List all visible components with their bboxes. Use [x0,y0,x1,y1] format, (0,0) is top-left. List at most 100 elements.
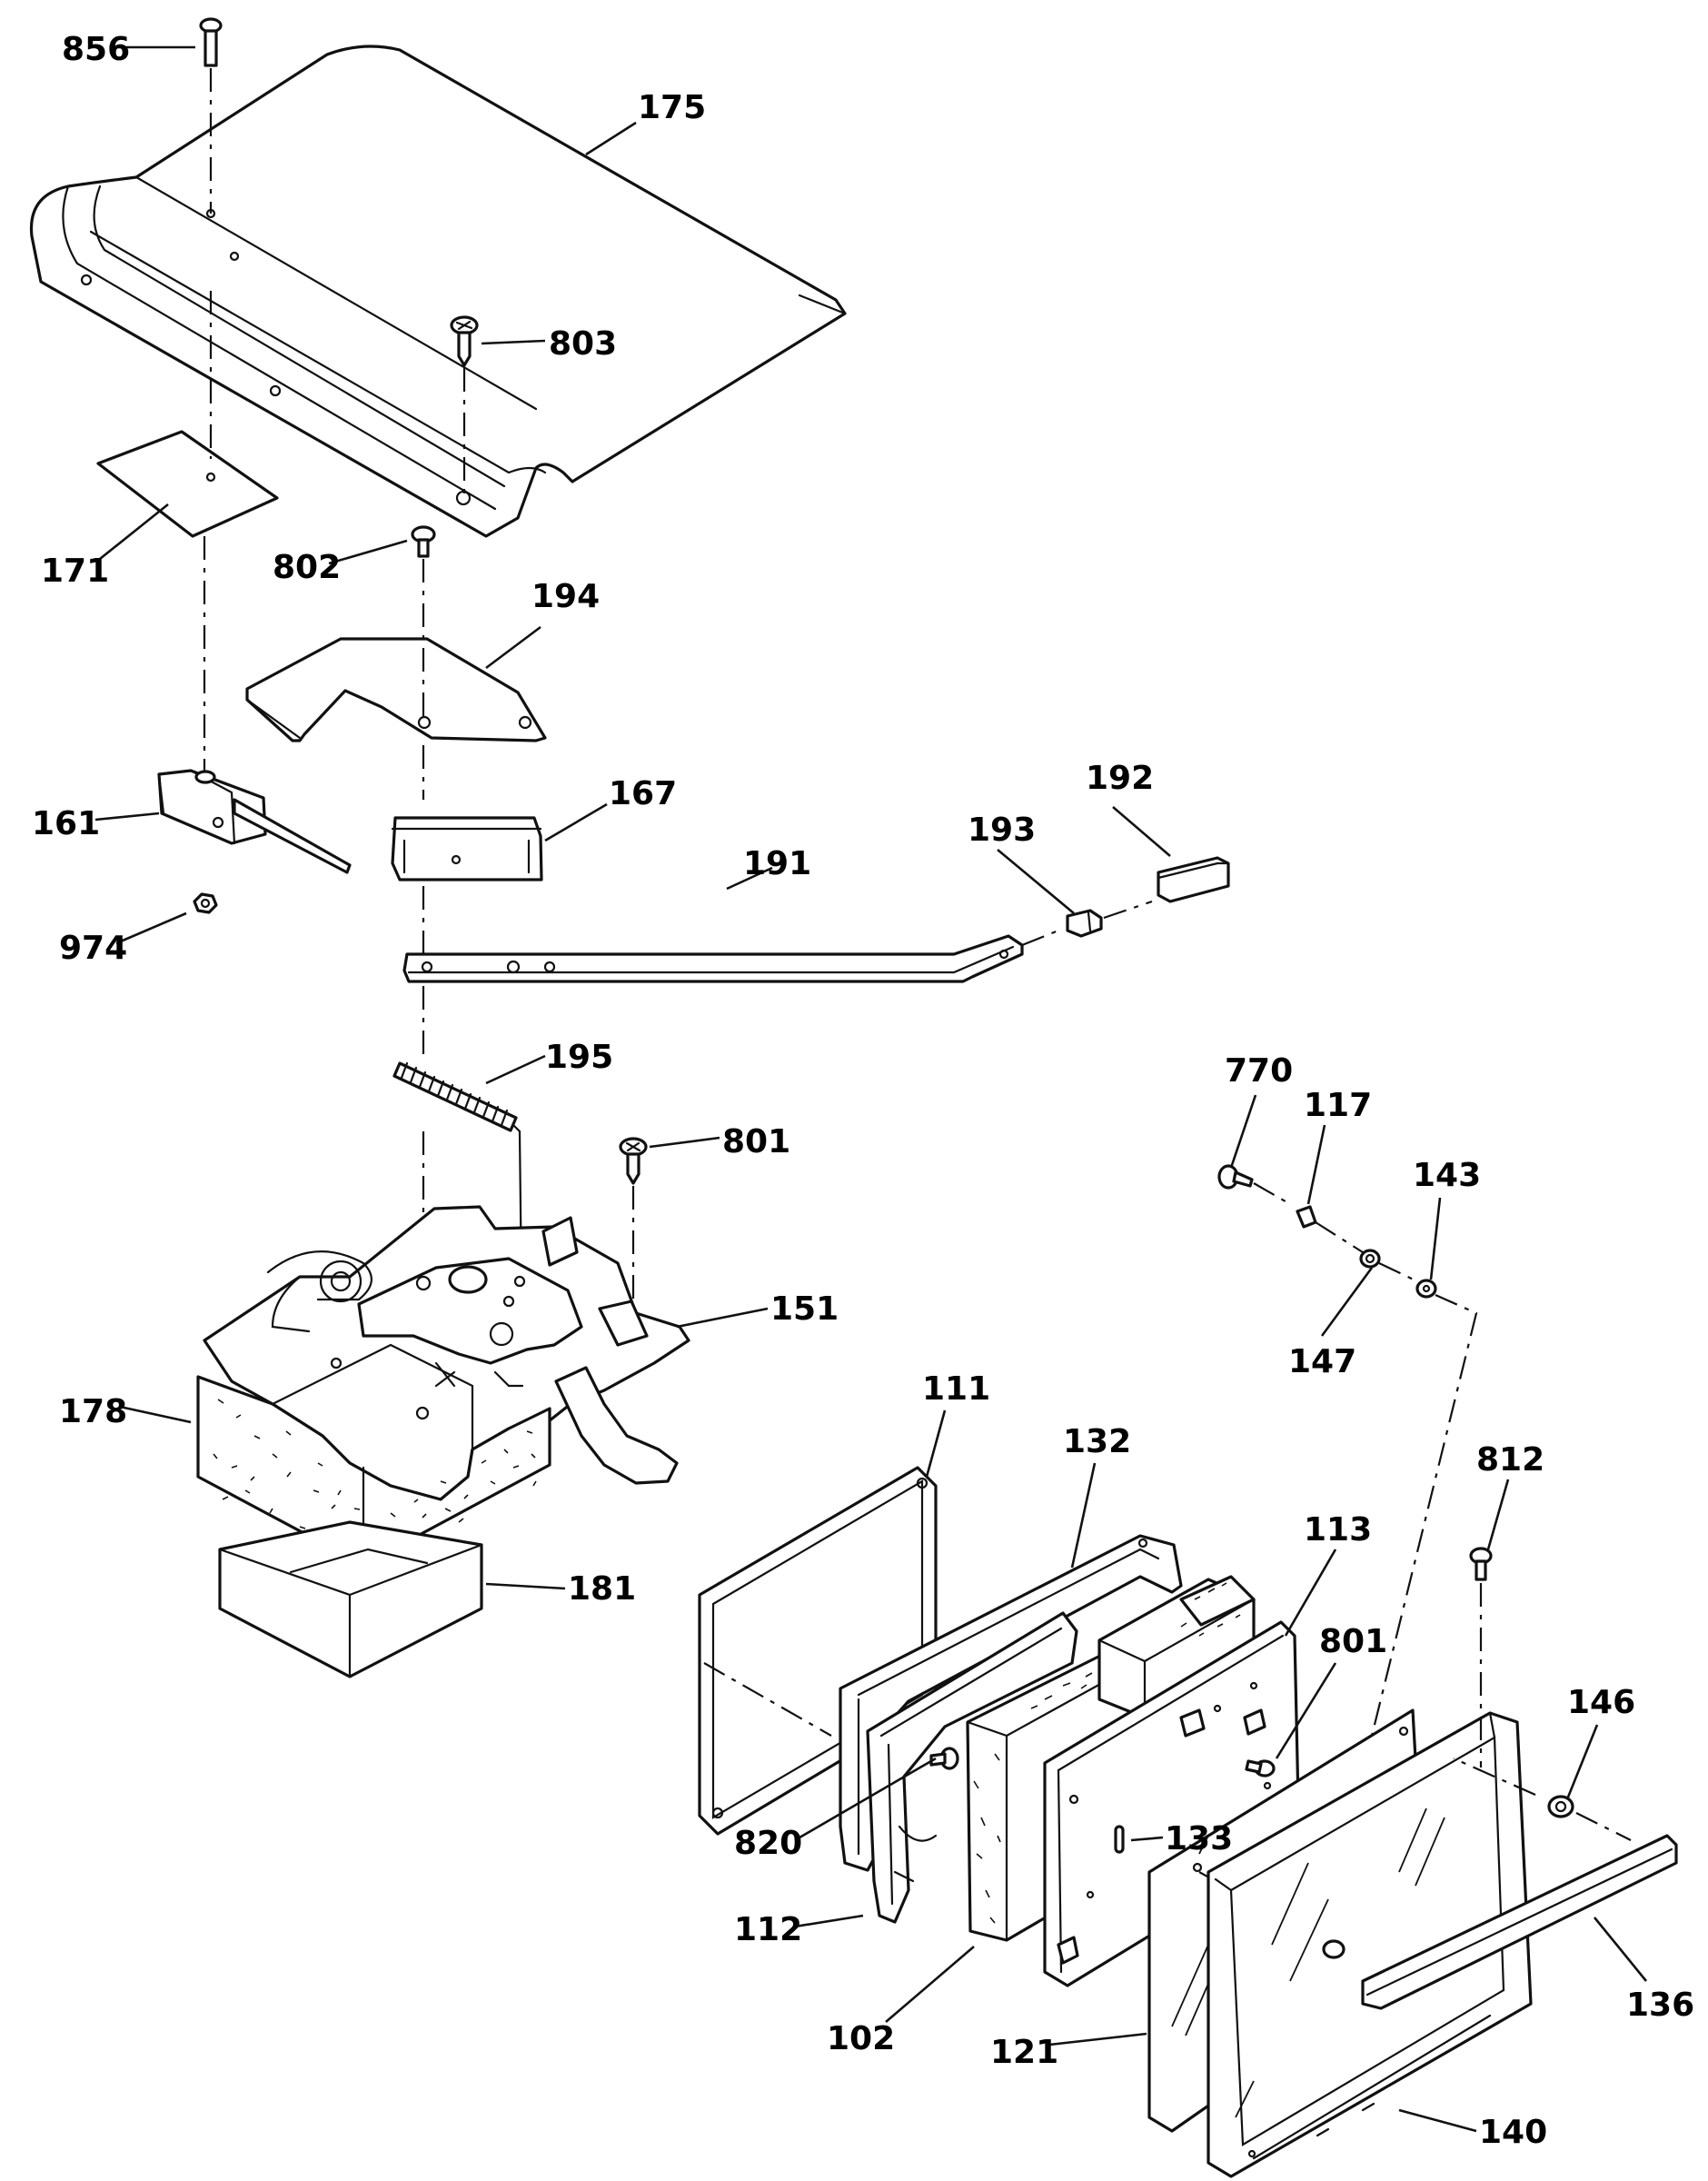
label-151: 151 [770,1290,839,1328]
label-146: 146 [1567,1684,1635,1721]
label-181: 181 [568,1570,636,1608]
label-803: 803 [549,325,617,363]
part-191-lever [402,934,1024,983]
label-102: 102 [827,2020,895,2057]
leader-112 [794,1914,864,1928]
part-labels: 856 175 803 171 802 194 161 167 192 193 … [32,31,1694,2151]
label-801-upper: 801 [722,1123,790,1160]
part-175-top-cover [29,45,847,538]
leader-195 [485,1054,546,1085]
part-147-washer [1359,1249,1381,1269]
label-121: 121 [990,2034,1058,2071]
label-161: 161 [32,805,100,842]
leader-770 [1229,1094,1257,1169]
leader-140 [1398,2108,1477,2133]
label-195: 195 [545,1039,613,1076]
centerline-147-143 [1378,1262,1418,1282]
label-133: 133 [1165,1820,1233,1857]
label-802: 802 [273,549,341,586]
label-175: 175 [638,89,706,126]
screw-803 [450,315,479,367]
part-140-door-frame [1207,1711,1533,2178]
leader-113 [1284,1549,1337,1637]
screw-770 [1217,1164,1254,1190]
leader-178 [119,1405,192,1424]
leader-121 [1048,2032,1147,2047]
screw-801-upper [619,1137,648,1185]
label-974: 974 [59,930,127,967]
label-111: 111 [922,1370,990,1408]
leader-803 [481,339,546,345]
leader-102 [885,1946,975,2023]
label-140: 140 [1479,2114,1547,2151]
leader-974 [115,911,187,945]
leader-136 [1593,1917,1648,1982]
leader-117 [1306,1124,1326,1205]
leader-143 [1429,1197,1442,1280]
centerline-111 [703,1662,832,1737]
label-132: 132 [1063,1423,1131,1460]
leader-191 [726,866,773,891]
label-117: 117 [1304,1087,1372,1124]
label-167: 167 [609,775,677,812]
part-146-washer [1547,1795,1574,1818]
label-191: 191 [743,845,811,882]
label-171: 171 [41,553,109,590]
part-117-clip [1296,1205,1317,1229]
label-113: 113 [1304,1511,1372,1549]
leader-146 [1565,1724,1599,1800]
leader-147 [1320,1267,1374,1337]
centerline-193-192 [1103,900,1153,920]
label-770: 770 [1225,1052,1293,1090]
label-820: 820 [734,1825,802,1862]
leader-175 [585,121,637,156]
part-143-washer [1415,1279,1437,1299]
label-147: 147 [1288,1343,1356,1380]
part-161-switch [157,769,352,874]
centerline-191-193 [1021,927,1064,947]
leader-812 [1486,1479,1510,1550]
screw-856 [199,17,223,67]
leader-192 [1112,806,1171,857]
label-112: 112 [734,1911,802,1948]
screw-802 [411,525,436,558]
part-167-bracket [391,816,543,881]
centerline-143-door [1370,1293,1478,1737]
part-112-door-liner [866,1611,1078,1924]
label-143: 143 [1413,1157,1481,1194]
part-194-bracket [245,637,547,742]
leader-lines [94,45,1648,2133]
part-171-plate [96,430,279,538]
part-151-latch-assembly [203,1205,690,1501]
leader-194 [485,625,541,670]
leader-802 [328,539,408,565]
label-193: 193 [968,812,1036,849]
label-136: 136 [1626,1987,1694,2024]
part-136-handle [1361,1834,1678,2010]
centerline-146-a [1453,1757,1536,1797]
label-812: 812 [1476,1441,1544,1479]
label-801-lower: 801 [1319,1623,1387,1660]
part-974-nut [193,892,218,914]
part-193-clip [1066,909,1103,938]
centerline-117-147 [1315,1221,1364,1253]
part-195-spring [392,1061,518,1132]
leader-111 [925,1409,947,1478]
part-baffle-panel [1043,1620,1301,1987]
leader-181 [485,1582,566,1590]
leader-820 [794,1757,937,1842]
label-856: 856 [62,31,130,68]
leader-132 [1070,1462,1097,1569]
screw-812 [1469,1547,1493,1581]
leader-151 [676,1307,769,1329]
leader-167 [544,802,608,842]
centerline-770-117 [1253,1182,1291,1205]
label-192: 192 [1086,760,1154,797]
leader-133 [1130,1836,1164,1842]
label-194: 194 [531,578,600,615]
part-181-block [218,1520,483,1678]
centerline-146-b [1575,1812,1632,1841]
label-178: 178 [59,1393,127,1430]
